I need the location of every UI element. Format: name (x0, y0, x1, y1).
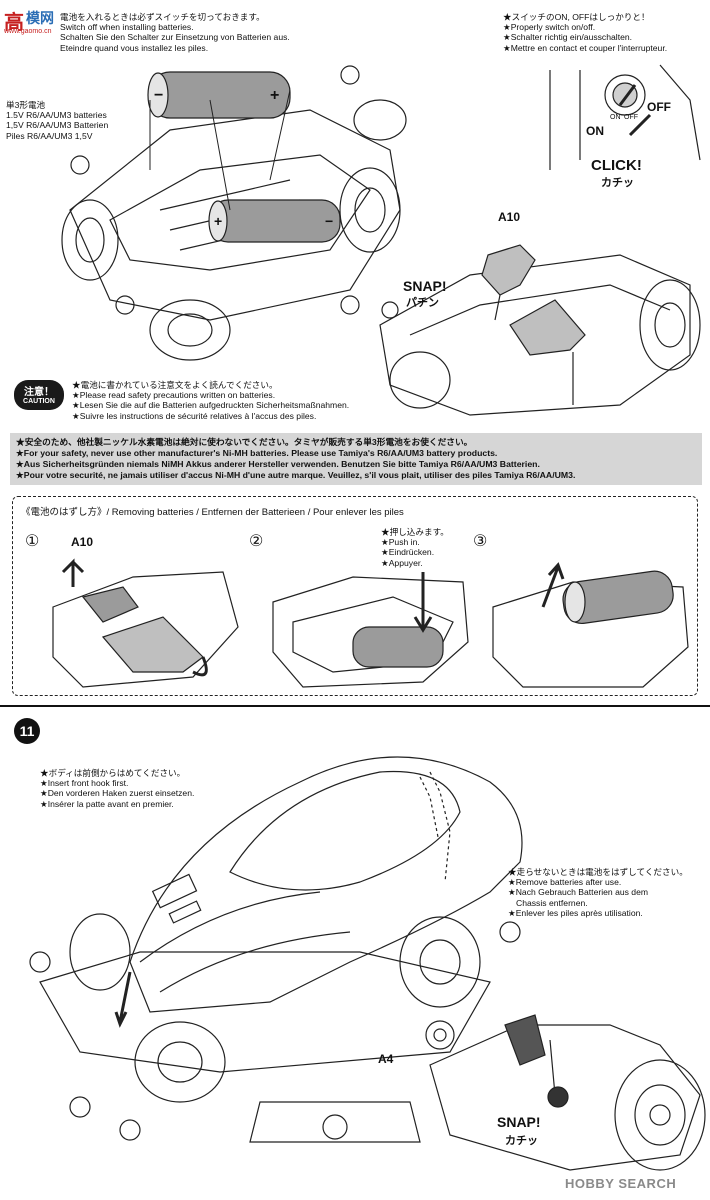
switch-off-note-line: Schalten Sie den Schalter zur Einsetzung… (60, 32, 290, 43)
onoff-note-line: ★Properly switch on/off. (503, 22, 596, 33)
onoff-note-line: ★スイッチのON, OFFはしっかりと！ (503, 12, 650, 22)
body-hook-line: ★ボディは前側からはめてください。 (40, 768, 186, 778)
removing-batteries-panel: 《電池のはずし方》/ Removing batteries / Entferne… (12, 496, 698, 696)
body-hook-line: ★Insérer la patte avant en premier. (40, 798, 174, 809)
push-in-line: ★押し込みます。 (381, 527, 449, 537)
snap-label-1: SNAP! (403, 278, 447, 294)
caution-note-line: ★Suivre les instructions de sécurité rel… (72, 410, 317, 421)
switch-on-small: ON (610, 114, 621, 121)
step-2-number: ② (249, 533, 264, 550)
safety-text: ★安全のため、他社製ニッケル水素電池は絶対に使わないでください。タミヤが販売する… (10, 433, 702, 485)
watermark-url: www.gaomo.cn (4, 28, 52, 35)
caution-note: ★電池に書かれている注意文をよく読んでください。 ★Please read sa… (72, 380, 349, 421)
safety-line: ★Pour votre securité, ne jamais utiliser… (16, 470, 576, 480)
switch-off-note-line: 電池を入れるときは必ずスイッチを切っておきます。 (60, 12, 265, 22)
onoff-note-line: ★Mettre en contact et couper l'interrupt… (503, 42, 668, 53)
caution-badge-en: CAUTION (23, 398, 55, 405)
safety-line: ★安全のため、他社製ニッケル水素電池は絶対に使わないでください。タミヤが販売する… (16, 437, 473, 447)
battery-label-line: 1,5V R6/AA/UM3 Batterien (6, 120, 109, 131)
part-a10-label: A10 (498, 210, 521, 224)
battery-label-line: 1.5V R6/AA/UM3 batteries (6, 110, 107, 121)
body-hook-note: ★ボディは前側からはめてください。 ★Insert front hook fir… (40, 768, 194, 809)
safety-box: ★安全のため、他社製ニッケル水素電池は絶対に使わないでください。タミヤが販売する… (10, 433, 702, 485)
snap-label-2: SNAP! (497, 1114, 541, 1130)
watermark-logo-mark: 高 (4, 12, 24, 34)
snap-label-2-jp: カチッ (505, 1135, 538, 1147)
switch-inset-illustration (549, 64, 701, 170)
battery-label: 単3形電池 1.5V R6/AA/UM3 batteries 1,5V R6/A… (6, 100, 108, 141)
push-in-note: ★押し込みます。 ★Push in. ★Eindrücken. ★Appuyer… (381, 527, 449, 568)
remove-batteries-note: ★走らせないときは電池をはずしてください。 ★Remove batteries … (508, 867, 688, 918)
battery-label-line: Piles R6/AA/UM3 1,5V (6, 130, 93, 141)
battery-label-line: 単3形電池 (6, 100, 46, 110)
car-body-illustration (29, 756, 523, 1143)
removing-step-2-illustration (272, 572, 469, 688)
a10-snap-illustration (379, 244, 701, 416)
step-11-badge: 11 (14, 718, 40, 744)
caution-note-line: ★電池に書かれている注意文をよく読んでください。 (72, 380, 278, 390)
switch-off-note: 電池を入れるときは必ずスイッチを切っておきます。 Switch off when… (60, 12, 290, 53)
part-a4-label: A4 (378, 1052, 394, 1066)
switch-off-label: OFF (647, 100, 671, 114)
step-11-number: 11 (19, 723, 35, 739)
a4-snap-illustration (425, 1014, 706, 1171)
removing-step-3-illustration (492, 562, 689, 688)
chassis-battery-illustration: − + + − (61, 65, 407, 361)
svg-text:−: − (325, 213, 333, 229)
safety-line: ★Aus Sicherheitsgründen niemals NiMH Akk… (16, 459, 540, 469)
watermark-bottom-text: HOBBY SEARCH (565, 1176, 677, 1191)
svg-text:−: − (154, 87, 163, 104)
watermark-logo-text: 模网 (26, 10, 54, 26)
step-1-number: ① (25, 533, 40, 550)
body-hook-line: ★Insert front hook first. (40, 778, 129, 789)
step-1-part-label: A10 (71, 535, 94, 549)
onoff-note-line: ★Schalter richtig ein/ausschalten. (503, 32, 633, 43)
step-3-number: ③ (473, 533, 488, 550)
svg-text:+: + (270, 87, 279, 104)
push-in-line: ★Push in. (381, 537, 420, 548)
push-in-line: ★Appuyer. (381, 557, 423, 568)
caution-badge: 注意！ CAUTION (14, 380, 64, 410)
removing-title: 《電池のはずし方》/ Removing batteries / Entferne… (21, 507, 404, 518)
snap-label-1-jp: パチン (406, 297, 439, 309)
remove-batteries-line: Chassis entfernen. (516, 897, 588, 908)
watermark-logo: 高 模网 www.gaomo.cn (4, 6, 66, 36)
onoff-note: ★スイッチのON, OFFはしっかりと！ ★Properly switch on… (503, 12, 667, 53)
watermark-bottom: HOBBY SEARCH (565, 1176, 676, 1191)
body-hook-line: ★Den vorderen Haken zuerst einsetzen. (40, 788, 195, 799)
caution-note-line: ★Please read safety precautions written … (72, 390, 276, 401)
click-label-jp: カチッ (601, 177, 634, 189)
caution-badge-jp: 注意！ (24, 387, 54, 398)
remove-batteries-line: ★走らせないときは電池をはずしてください。 (508, 867, 688, 877)
click-label: CLICK! (591, 157, 642, 174)
section-divider (0, 705, 710, 707)
remove-batteries-line: ★Nach Gebrauch Batterien aus dem (508, 887, 649, 898)
switch-on-label: ON (586, 124, 604, 138)
safety-line: ★For your safety, never use other manufa… (16, 448, 498, 458)
switch-off-small: OFF (624, 114, 638, 121)
caution-note-line: ★Lesen Sie die auf die Batterien aufgedr… (72, 400, 350, 411)
removing-step-1-illustration (52, 558, 239, 688)
remove-batteries-line: ★Remove batteries after use. (508, 877, 622, 888)
remove-batteries-line: ★Enlever les piles après utilisation. (508, 907, 643, 918)
switch-off-note-line: Eteindre quand vous installez les piles. (60, 42, 209, 53)
switch-off-note-line: Switch off when installing batteries. (60, 22, 194, 33)
svg-text:+: + (214, 213, 222, 229)
push-in-line: ★Eindrücken. (381, 547, 435, 558)
